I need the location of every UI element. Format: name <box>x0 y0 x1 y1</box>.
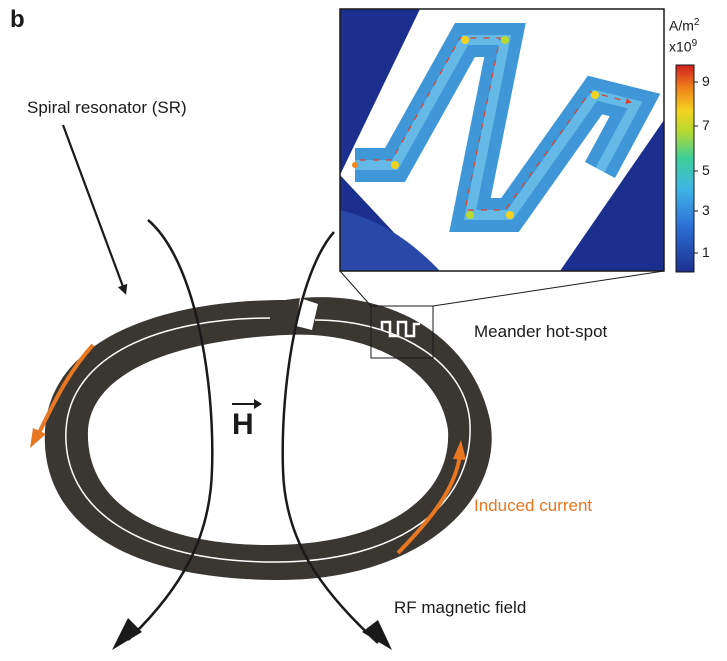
colorbar-unit-sup2: 9 <box>691 37 698 49</box>
zoom-line-left <box>339 270 372 307</box>
h-vector-arrow <box>232 399 262 409</box>
colorbar-tick: 7 <box>702 117 710 133</box>
colorbar-unit: A/m2 x109 <box>669 14 699 55</box>
colorbar-unit-sup1: 2 <box>693 17 700 28</box>
zoom-line-right <box>432 270 665 307</box>
induced-current-label: Induced current <box>474 496 593 515</box>
h-vector-label: H <box>232 408 254 441</box>
colorbar-unit-line2: x10 <box>669 38 692 55</box>
colorbar-tick: 5 <box>702 162 710 178</box>
colorbar-tick: 3 <box>702 202 710 218</box>
meander-hotspot-label: Meander hot-spot <box>474 322 608 341</box>
rf-field-label: RF magnetic field <box>394 598 527 617</box>
spiral-resonator-label: Spiral resonator (SR) <box>27 98 187 117</box>
meander-hotspot-marker <box>370 305 434 359</box>
induced-current-arrows <box>30 343 466 555</box>
spiral-resonator-ring <box>44 297 492 580</box>
current-density-inset <box>339 8 665 272</box>
panel-label: b <box>10 6 25 33</box>
colorbar-unit-line1: A/m <box>669 17 694 34</box>
sr-pointer-arrow <box>61 124 128 295</box>
colorbar-tick: 1 <box>702 244 710 260</box>
rf-field-lines <box>112 219 392 650</box>
colorbar-tick: 9 <box>702 73 710 89</box>
colorbar <box>675 64 698 273</box>
